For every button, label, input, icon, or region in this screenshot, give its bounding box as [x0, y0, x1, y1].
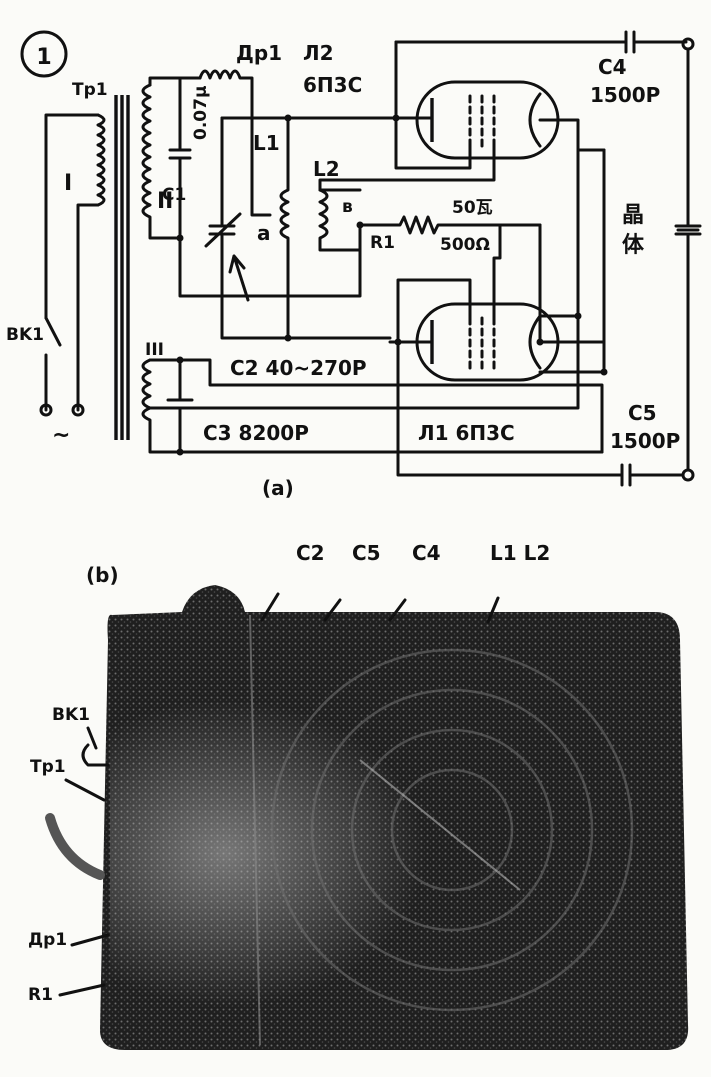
feedback-coil: L2 в R1 50瓦 500Ω	[313, 157, 542, 260]
winding-i-label: I	[64, 171, 72, 196]
mains-input: BK1 ~	[6, 113, 100, 448]
transformer: Tp1 I II III	[64, 80, 173, 440]
photo-light-area	[110, 612, 685, 1050]
power-switch-contact	[44, 316, 62, 412]
l2-label: L2	[313, 157, 340, 181]
l1-label: L1	[253, 131, 280, 155]
secondary-winding-ii	[141, 83, 152, 237]
switch-lever	[81, 743, 110, 767]
node-b-label: в	[342, 197, 353, 217]
schematic-caption: (a)	[262, 476, 294, 500]
tube-l1: Л1 6П3С	[388, 148, 624, 477]
c2-pointer	[228, 254, 250, 302]
c1-label: C1	[162, 185, 186, 205]
primary-winding	[96, 113, 106, 207]
c5-value: 1500P	[610, 429, 680, 453]
c3-label: C3 8200P	[203, 421, 309, 445]
c3-capacitor	[166, 358, 194, 454]
circuit-schematic: 1 BK1 ~ Tp1 I II III	[6, 30, 702, 500]
c1-capacitor	[168, 76, 192, 240]
transformer-label: Tp1	[72, 80, 108, 100]
c5-label: C5	[628, 401, 657, 425]
crystal-label-1: 晶	[622, 203, 644, 228]
photo-label-c5: C5	[352, 541, 381, 565]
tube-l2-type: 6П3С	[303, 73, 362, 97]
photo-label-tp1: Tp1	[30, 757, 66, 777]
r1-value: 500Ω	[440, 235, 490, 255]
winding-iii-label: III	[145, 340, 164, 360]
figure-number: 1	[36, 45, 51, 70]
crystal	[674, 47, 702, 472]
crystal-label-2: 体	[622, 233, 645, 258]
photo-label-r1: R1	[28, 985, 53, 1005]
photo-caption: (b)	[86, 563, 119, 587]
c4-label: C4	[598, 55, 627, 79]
choke-label: Дp1	[236, 41, 282, 65]
tube-l2-label: Л2	[303, 41, 334, 65]
c5-capacitor	[620, 463, 685, 487]
r1-resistor	[358, 215, 542, 235]
filament-supply: Дp1 C1 0.07μ	[148, 41, 362, 298]
device-photo: (b) C2 C5 C4 L1 L2 BK1 Tp1 Дp1 R1	[28, 541, 689, 1050]
mains-terminal-2	[71, 403, 85, 417]
photo-label-c4: C4	[412, 541, 441, 565]
c4-capacitor	[624, 30, 688, 54]
photo-label-c2: C2	[296, 541, 325, 565]
l2-coil	[318, 188, 362, 252]
r1-power: 50瓦	[452, 198, 493, 218]
l1-coil	[279, 116, 290, 340]
c4-value: 1500P	[590, 83, 660, 107]
tube-l2: Л2 6П3С	[148, 40, 628, 410]
speaker-rings	[270, 648, 634, 1012]
switch-label: BK1	[6, 325, 44, 345]
winding-ii-label: II	[157, 189, 173, 214]
tube-l1-label: Л1 6П3С	[418, 421, 515, 445]
figure-number-circle	[20, 30, 68, 78]
photo-label-l1l2: L1 L2	[490, 541, 550, 565]
r1-label: R1	[370, 233, 395, 253]
bias-supply: C3 8200P	[148, 356, 604, 456]
tube-l1-envelope	[415, 302, 560, 382]
output-network: C4 1500P 晶 体 C5 1500P	[576, 30, 702, 487]
tube-l2-envelope	[415, 80, 560, 160]
photo-label-dp1: Дp1	[28, 930, 67, 950]
power-cord	[45, 813, 105, 880]
choke	[198, 69, 272, 217]
node-a-label: a	[257, 221, 271, 245]
secondary-winding-iii	[141, 358, 152, 432]
photo-label-bk1: BK1	[52, 705, 90, 725]
tank-circuit: L1 a C2 40~270P	[204, 114, 392, 380]
c2-label: C2 40~270P	[230, 356, 367, 380]
c1-value: 0.07μ	[191, 86, 211, 140]
ac-symbol: ~	[52, 423, 70, 448]
mains-terminal-1	[39, 403, 53, 417]
c2-capacitor	[208, 224, 236, 236]
